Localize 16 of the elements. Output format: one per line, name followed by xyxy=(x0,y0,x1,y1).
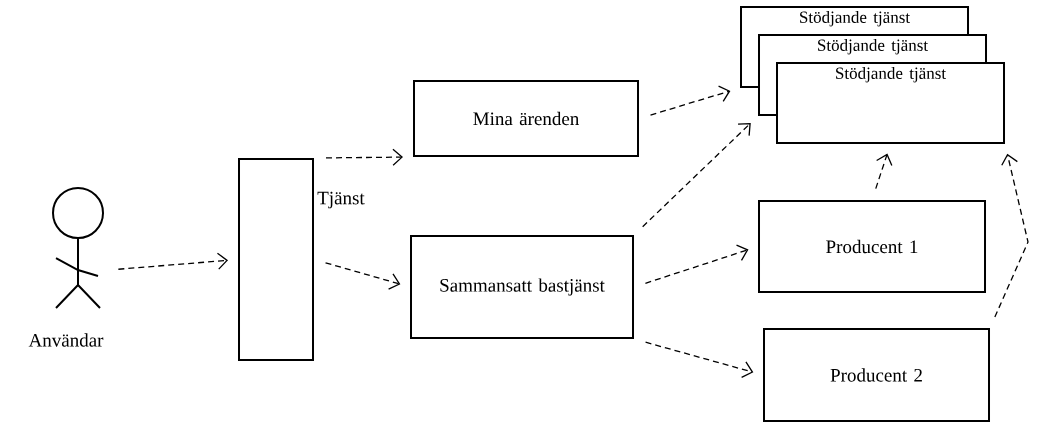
person-label: Användar xyxy=(28,333,104,347)
process-box: Sammansatt bastjänst xyxy=(410,235,634,339)
process-box: Producent 1 xyxy=(758,200,986,293)
service-label: Tjänst xyxy=(317,191,365,209)
process-box: Producent 2 xyxy=(763,328,990,422)
stacked-service-box: Stödjande tjänst xyxy=(776,62,1005,144)
arrow xyxy=(117,252,229,270)
process-box: Mina ärenden xyxy=(413,80,639,157)
arrow xyxy=(325,148,403,166)
arrow xyxy=(649,85,731,116)
arrow xyxy=(644,341,754,378)
arrow xyxy=(324,262,401,290)
arrow xyxy=(644,244,749,284)
arrow xyxy=(642,122,751,228)
arrow xyxy=(875,153,893,190)
arrow xyxy=(994,153,1029,318)
